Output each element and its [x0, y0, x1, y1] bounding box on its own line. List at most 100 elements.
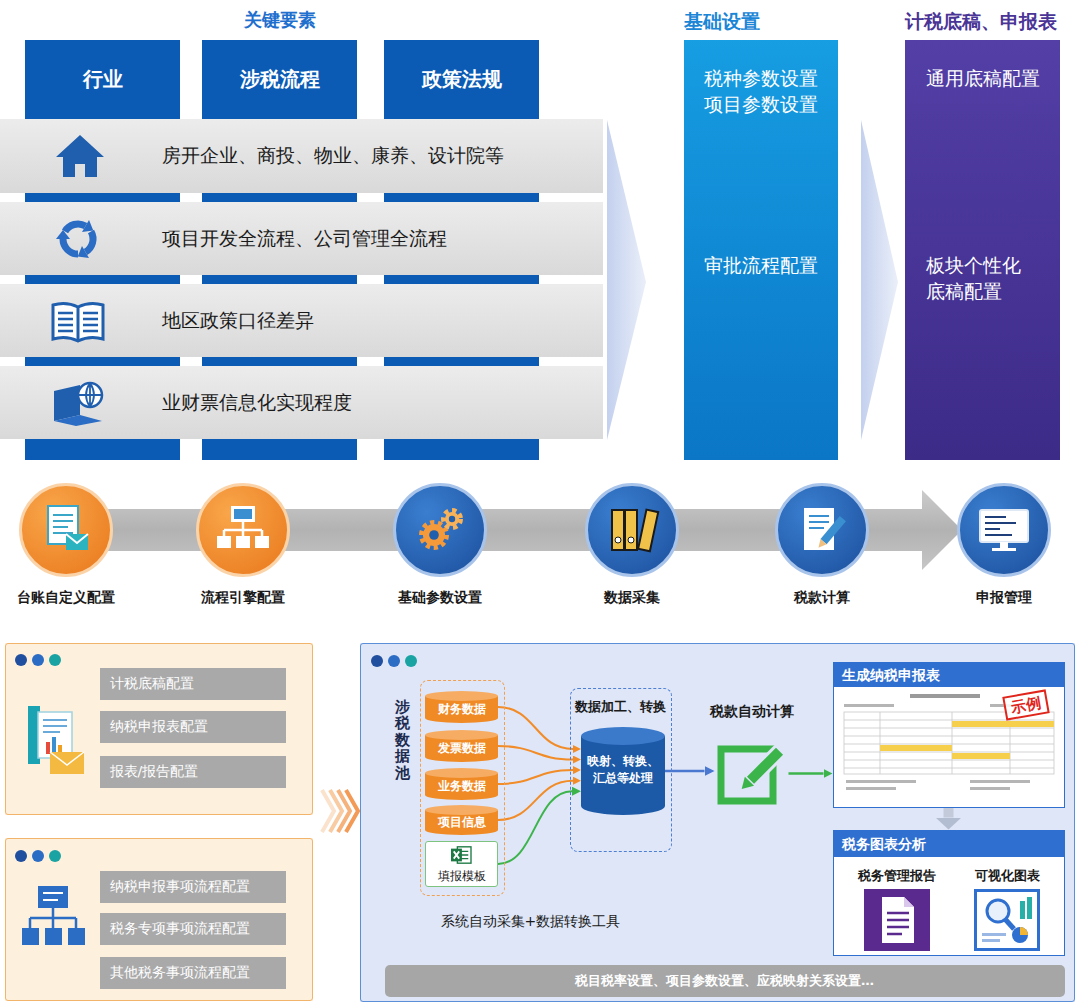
step-circle: 流程引擎配置	[196, 483, 290, 577]
factor-band: 业财票信息化实现程度	[0, 366, 603, 439]
decor-path	[346, 790, 358, 832]
calc-icon-label: 税款自动计算	[710, 703, 794, 721]
decor-path	[1020, 927, 1028, 935]
decor-g	[737, 745, 785, 793]
decor-circle	[429, 530, 439, 540]
chart-item: 税务管理报告	[841, 867, 953, 951]
config-item: 税务专项事项流程配置	[100, 913, 286, 945]
flow-chevron	[861, 120, 898, 440]
decor-circle	[32, 654, 44, 666]
decor-path	[58, 313, 98, 331]
decor-path	[63, 239, 78, 254]
decor-rect	[744, 745, 784, 785]
chart-item-label: 可视化图表	[951, 867, 1063, 885]
config-item: 纳税申报事项流程配置	[100, 871, 286, 903]
decor-path	[43, 893, 63, 900]
decor-rect	[217, 536, 231, 548]
decor-path	[50, 752, 84, 765]
step-circle-label: 流程引擎配置	[201, 589, 285, 607]
element-column-label: 政策法规	[384, 40, 539, 118]
flow-chevron	[607, 120, 646, 440]
stage-column-text: 通用底稿配置	[905, 65, 1060, 91]
decor-path	[30, 908, 76, 928]
connector-arrow	[944, 808, 954, 818]
decor-rect	[952, 753, 1010, 759]
decor-path	[904, 897, 914, 907]
icon	[715, 737, 789, 811]
output-card: 生成纳税申报表示例	[833, 662, 1065, 808]
decor-rect	[982, 939, 1000, 942]
decor-path	[737, 776, 754, 793]
decor-rect	[38, 712, 72, 758]
step-circle: 数据采集	[585, 483, 679, 577]
decor-circle	[78, 383, 102, 407]
decor-rect	[22, 928, 39, 945]
decor-path	[224, 522, 262, 536]
stage-column: 基础设置税种参数设置 项目参数设置审批流程配置	[684, 40, 838, 460]
decor-rect	[970, 780, 1030, 783]
decor-rect	[844, 712, 1054, 774]
decor-rect	[50, 752, 84, 774]
icon	[50, 299, 106, 343]
decor-path	[56, 135, 104, 177]
data-pool-group-label: 涉税数据池	[395, 699, 410, 782]
data-cylinder-label: 项目信息	[438, 814, 486, 831]
data-cylinder: 业务数据	[425, 768, 498, 800]
decor-rect	[66, 534, 88, 550]
step-circle: 台账自定义配置	[19, 483, 113, 577]
decor-path	[66, 534, 88, 543]
data-cylinder: 项目信息	[425, 805, 498, 835]
decor-rect	[612, 510, 624, 550]
factor-band: 项目开发全流程、公司管理全流程	[0, 202, 603, 275]
decor-rect	[1010, 721, 1054, 727]
element-column-label: 行业	[25, 40, 180, 118]
decor-circle	[1012, 927, 1028, 943]
decor-rect	[846, 780, 916, 783]
data-cylinder-label: 发票数据	[438, 740, 486, 757]
decor-rect	[1020, 901, 1025, 919]
config-item: 报表/报告配置	[100, 756, 286, 788]
step-circle-label: 申报管理	[976, 589, 1032, 607]
output-card-text: 示例	[1002, 689, 1049, 720]
decor-path	[78, 246, 89, 258]
connector-arrow	[789, 772, 824, 775]
factor-band-label: 业财票信息化实现程度	[162, 390, 352, 416]
decor-path	[887, 913, 909, 934]
chart-item: 可视化图表	[951, 867, 1063, 951]
decor-path	[815, 539, 826, 550]
decor-rect	[52, 737, 56, 754]
decor-rect	[970, 787, 1010, 790]
template-box-label: 填报模板	[438, 869, 486, 884]
decor-rect	[976, 891, 1039, 950]
decor-rect	[982, 933, 1006, 936]
decor-rect	[864, 889, 930, 951]
output-card-label: 生成纳税申报表	[834, 663, 1064, 687]
processing-cylinder-label: 映射、转换、汇总等处理	[584, 753, 662, 787]
decor-rect	[68, 928, 85, 945]
output-card: 税务管理报告可视化图表税务图表分析	[833, 830, 1065, 956]
decor-path	[882, 897, 914, 943]
factor-band-label: 项目开发全流程、公司管理全流程	[162, 226, 447, 252]
data-cylinder: 财务数据	[425, 691, 498, 723]
icon	[864, 889, 930, 951]
icon	[412, 502, 468, 558]
decor-path	[82, 220, 93, 232]
stage-column: 计税底稿、申报表通用底稿配置板块个性化 底稿配置	[905, 40, 1060, 460]
decor-path	[77, 307, 80, 341]
decor-rect	[234, 509, 252, 519]
settings-bar: 税目税率设置、项目参数设置、应税映射关系设置…	[385, 965, 1065, 997]
orgchart-illustration	[22, 886, 85, 945]
stage-column-text: 板块个性化 底稿配置	[926, 252, 1036, 304]
config-item: 纳税申报表配置	[100, 711, 286, 743]
decor-rect	[451, 849, 462, 862]
decor-path	[78, 383, 102, 407]
decor-circle	[628, 537, 634, 543]
decor-circle	[32, 850, 44, 862]
decor-circle	[49, 850, 61, 862]
decor-path	[86, 232, 94, 253]
decor-rect	[255, 536, 269, 548]
decor-path	[844, 712, 1054, 774]
stage-column-text: 税种参数设置 项目参数设置	[684, 65, 838, 117]
decor-rect	[45, 928, 62, 945]
